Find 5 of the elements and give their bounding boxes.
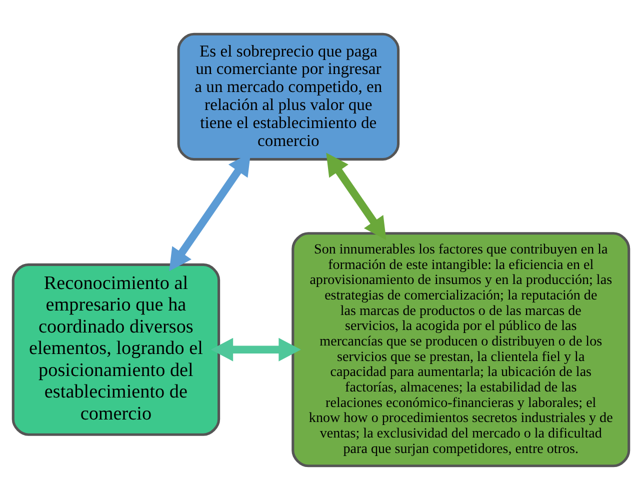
- arrow: [326, 152, 386, 240]
- node-box: Son innumerables los factores que contribuyen en la formación de este intangible: la eficiencia en el aprovisionamiento de insumos y en la producción; las estrategias de comercialización; la reputación de las marcas de productos o de las marcas de servicios, la acogida por el público de las mercancías que se producen o distribuyen o de los servicios que se prestan, la clientela fiel y la capacidad para aumentarla; la ubicación de las factorías, almacenes; la estabilidad de las relaciones económico-financieras y laborales; el know how o procedimientos secretos industriales y de ventas; la exclusividad del mercado o la dificultad para que surjan competidores, entre otros.: [292, 232, 630, 467]
- node-box: Es el sobreprecio que paga un comerciante por ingresar a un mercado competido, en relación al plus valor que tiene el establecimiento de comercio: [177, 32, 400, 160]
- node-box: Reconocimiento al empresario que ha coordinado diversos elementos, logrando el posicionamiento del establecimiento de comercio: [12, 262, 220, 436]
- arrow: [210, 337, 301, 361]
